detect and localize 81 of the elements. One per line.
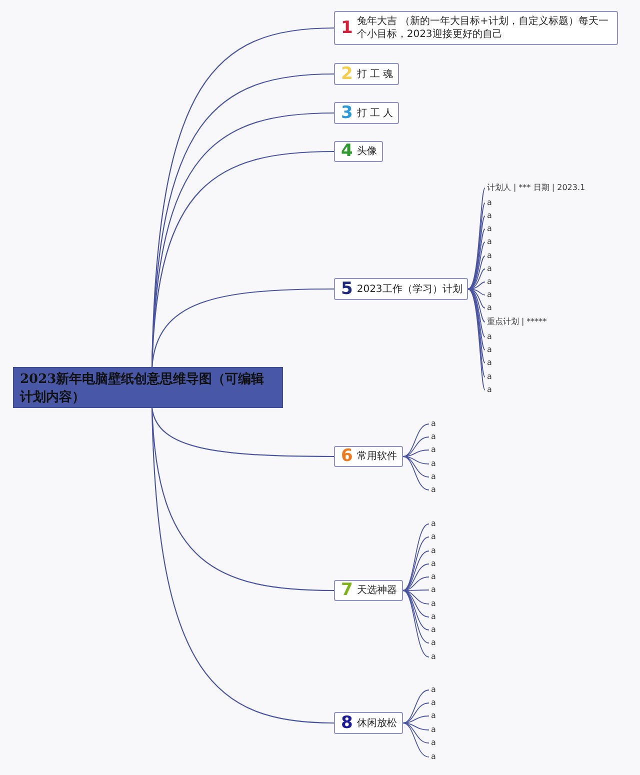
leaf-label: a — [431, 445, 436, 455]
leaf-label: a — [431, 638, 436, 648]
topic-label: 2023工作（学习）计划 — [356, 282, 462, 296]
leaf-label: a — [487, 372, 492, 382]
leaf-label: a — [431, 459, 436, 469]
connector-line — [402, 722, 430, 730]
leaf-label: a — [431, 546, 436, 556]
leaf-label: a — [431, 738, 436, 748]
topic-box — [334, 11, 618, 45]
topic-number: 6 — [341, 450, 353, 463]
connector-line — [402, 456, 430, 490]
leaf-label: a — [431, 432, 436, 442]
leaf-label: a — [431, 752, 436, 762]
leaf-label: a — [431, 698, 436, 708]
topic-box — [334, 102, 400, 124]
topic-number: 8 — [341, 716, 353, 730]
central-topic: 2023新年电脑壁纸创意思维导图（可编辑计划内容） — [13, 367, 283, 408]
connector-line — [151, 408, 334, 458]
leaf-label: a — [431, 559, 436, 569]
connector-line — [402, 722, 430, 758]
topic-box — [334, 712, 403, 734]
topic-box — [334, 63, 400, 85]
connector-line — [402, 722, 430, 744]
topic-number: 5 — [341, 282, 353, 296]
leaf-label: a — [431, 419, 436, 429]
leaf-label: a — [487, 290, 492, 300]
leaf-label: a — [431, 711, 436, 721]
connector-line — [402, 702, 430, 724]
leaf-label: a — [431, 599, 436, 609]
topic-label: 天选神器 — [356, 584, 397, 597]
leaf-label: a — [487, 385, 492, 395]
connector-line — [402, 590, 430, 618]
connector-line — [151, 288, 334, 368]
topic-number: 2 — [341, 68, 353, 80]
connector-line — [402, 536, 430, 591]
leaf-label: a — [487, 198, 492, 208]
connector-line — [402, 456, 430, 464]
topic-box — [334, 446, 403, 467]
leaf-label: a — [431, 652, 436, 662]
leaf-label: 重点计划 | ***** — [487, 317, 547, 327]
connector-line — [402, 436, 430, 457]
leaf-label: 计划人 | *** 日期 | 2023.1 — [487, 183, 586, 193]
topic-number: 3 — [341, 106, 353, 120]
leaf-label: a — [487, 211, 492, 221]
connector-line — [151, 408, 334, 724]
leaf-label: a — [431, 485, 436, 495]
topic-label: 打 工 魂 — [356, 68, 394, 80]
leaf-label: a — [431, 472, 436, 482]
topic-box — [334, 141, 383, 162]
topic-label: 打 工 人 — [356, 106, 394, 120]
topic-number: 4 — [341, 145, 353, 158]
leaf-label: a — [487, 237, 492, 247]
connector-line — [402, 590, 430, 644]
leaf-label: a — [487, 277, 492, 287]
leaf-label: a — [487, 332, 492, 342]
leaf-label: a — [431, 519, 436, 529]
leaf-label: a — [431, 585, 436, 595]
connector-line — [402, 590, 430, 658]
leaf-label: a — [487, 251, 492, 261]
leaf-label: a — [487, 264, 492, 274]
connector-line — [402, 564, 430, 591]
connector-line — [402, 550, 430, 591]
topic-number: 1 — [341, 22, 353, 34]
leaf-label: a — [431, 625, 436, 635]
topic-box — [334, 580, 403, 601]
topic-label: 兔年大吉 （新的一年大目标+计划，自定义标题）每天一个小目标，2023迎接更好的自己 — [356, 15, 610, 41]
topic-label: 头像 — [356, 145, 377, 158]
leaf-label: a — [431, 725, 436, 735]
leaf-label: a — [487, 224, 492, 234]
leaf-label: a — [431, 572, 436, 582]
topic-box — [334, 278, 468, 300]
leaf-label: a — [487, 358, 492, 368]
leaf-label: a — [487, 345, 492, 355]
topic-label: 休闲放松 — [356, 716, 397, 730]
topic-label: 常用软件 — [356, 450, 397, 463]
leaf-label: a — [487, 303, 492, 313]
leaf-label: a — [431, 532, 436, 542]
leaf-label: a — [431, 685, 436, 695]
connector-line — [402, 456, 430, 478]
topic-number: 7 — [341, 584, 353, 597]
leaf-label: a — [431, 612, 436, 622]
